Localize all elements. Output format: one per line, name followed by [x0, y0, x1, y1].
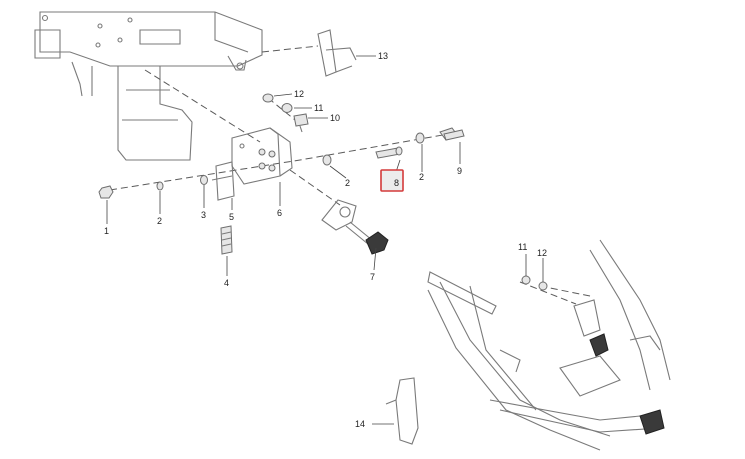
nut-part-1 — [98, 185, 114, 199]
leader-lines — [106, 55, 544, 425]
bolt-part-9 — [439, 127, 465, 141]
lever-part-7 — [321, 199, 389, 255]
callout-2: 2 — [345, 178, 350, 188]
callout-9: 9 — [457, 166, 462, 176]
washer-part-12b — [538, 281, 548, 291]
bracket-part-13 — [317, 29, 357, 77]
screw-part-10 — [293, 113, 309, 133]
callout-7: 7 — [370, 272, 375, 282]
highlight-box-part-8 — [380, 169, 404, 192]
callout-1: 1 — [104, 226, 109, 236]
frame-plate — [34, 11, 263, 161]
pedal-assembly — [427, 239, 671, 451]
callout-11: 11 — [518, 242, 527, 252]
callout-12: 12 — [537, 248, 547, 258]
callout-8: 8 — [394, 178, 399, 188]
washer-part-2a — [156, 181, 164, 191]
washer-part-2c — [415, 132, 425, 144]
callout-12: 12 — [294, 89, 304, 99]
callout-4: 4 — [224, 278, 229, 288]
plate-part-14 — [385, 377, 419, 445]
pin-part-8 — [375, 146, 403, 159]
callout-6: 6 — [277, 208, 282, 218]
callout-2: 2 — [419, 172, 424, 182]
callout-11: 11 — [314, 103, 323, 113]
lockwasher-part-3 — [200, 175, 208, 185]
nut-part-11b — [521, 275, 531, 285]
bracket-part-6 — [231, 127, 293, 185]
callout-2: 2 — [157, 216, 162, 226]
nut-part-11a — [281, 103, 293, 113]
callout-5: 5 — [229, 212, 234, 222]
callout-14: 14 — [355, 419, 365, 429]
callout-3: 3 — [201, 210, 206, 220]
callout-10: 10 — [330, 113, 340, 123]
pin-part-4 — [220, 225, 233, 255]
callout-13: 13 — [378, 51, 388, 61]
washer-part-2b — [322, 154, 332, 166]
washer-part-12a — [262, 93, 274, 103]
callout-labels: 1 2 3 5 4 6 2 7 8 2 9 10 11 12 13 11 12 … — [104, 51, 547, 429]
bracket-part-5 — [211, 161, 235, 201]
